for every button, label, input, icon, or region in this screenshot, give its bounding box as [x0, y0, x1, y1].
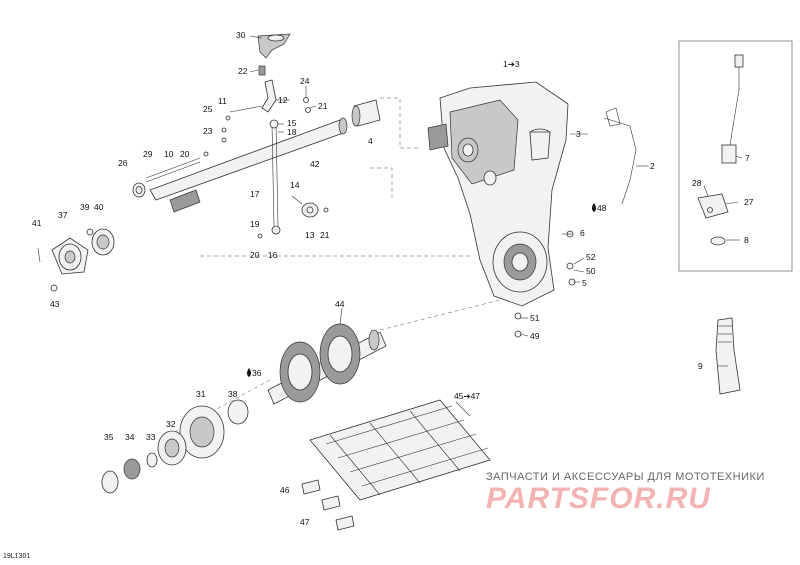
callout-25: 25 [203, 104, 213, 114]
track-clip-46 [301, 479, 321, 495]
callout-28: 28 [692, 178, 702, 188]
diagram-reference-code: 19L1301 [3, 553, 31, 560]
callout-52: 52 [586, 252, 596, 262]
watermark-brand: PARTSFOR.RU [486, 482, 711, 515]
callout-50: 50 [586, 266, 596, 276]
callout-20a: 20 [180, 149, 190, 159]
seal-38 [227, 399, 249, 425]
callout-30: 30 [236, 30, 246, 40]
lever-13 [301, 202, 319, 218]
callout-1to3: 1➔3 [503, 59, 520, 69]
washer-8 [710, 236, 726, 246]
callout-14: 14 [290, 180, 300, 190]
callout-37: 37 [58, 210, 68, 220]
callout-8: 8 [744, 235, 749, 245]
callout-15: 15 [287, 118, 297, 128]
callout-13: 13 [305, 230, 315, 240]
washer-26 [132, 182, 146, 198]
small-bolts [203, 97, 311, 157]
sleeve-bushing [351, 99, 381, 127]
callout-48: 48 [597, 203, 607, 213]
watermark-tagline: ЗАПЧАСТИ И АКСЕССУАРЫ ДЛЯ МОТОТЕХНИКИ [486, 471, 765, 483]
bearing-housing [51, 237, 89, 275]
ring-33 [146, 452, 158, 468]
bearing-40 [91, 228, 115, 256]
callout-47: 47 [300, 517, 310, 527]
callout-21b: 21 [320, 230, 330, 240]
callout-45to47: 45➔47 [454, 391, 480, 401]
bearing-plate [179, 405, 225, 459]
callout-41: 41 [32, 218, 42, 228]
sensor-bracket [697, 193, 729, 219]
callout-31: 31 [196, 389, 206, 399]
sensor-7 [721, 54, 744, 164]
callout-44: 44 [335, 299, 345, 309]
callout-10: 10 [164, 149, 174, 159]
callout-42: 42 [310, 159, 320, 169]
callout-46: 46 [280, 485, 290, 495]
callout-49: 49 [530, 331, 540, 341]
callout-16: 16 [268, 250, 278, 260]
callout-21a: 21 [318, 101, 328, 111]
callout-34: 34 [125, 432, 135, 442]
drop-icon-36 [247, 368, 251, 377]
lever-bracket [261, 79, 277, 113]
callout-43: 43 [50, 299, 60, 309]
callout-4: 4 [368, 136, 373, 146]
callout-20b: 20 [250, 250, 260, 260]
callout-labels: 30 22 24 12 25 11 21 23 15 18 20 10 29 2… [32, 30, 754, 527]
callout-19: 19 [250, 219, 260, 229]
callout-22: 22 [238, 66, 248, 76]
callout-3: 3 [576, 129, 581, 139]
drive-axle-sprockets [267, 323, 387, 405]
callout-17: 17 [250, 189, 260, 199]
callout-11: 11 [218, 96, 227, 106]
lubricant-drop-icons [247, 203, 596, 377]
callout-7: 7 [745, 153, 750, 163]
callout-39: 39 [80, 202, 90, 212]
callout-32: 32 [166, 419, 176, 429]
main-shaft [149, 117, 348, 213]
callout-33: 33 [146, 432, 156, 442]
callout-12: 12 [278, 95, 288, 105]
ring-34 [123, 458, 141, 480]
shift-knob [257, 33, 291, 59]
callout-26: 26 [118, 158, 128, 168]
callout-6: 6 [580, 228, 585, 238]
callout-38: 38 [228, 389, 238, 399]
callout-51: 51 [530, 313, 540, 323]
shift-cable [603, 107, 637, 205]
track-clip-47 [321, 495, 355, 531]
callout-36: 36 [252, 368, 262, 378]
callout-2: 2 [650, 161, 655, 171]
track-clips-grid [309, 399, 491, 501]
leader-lines [249, 35, 743, 417]
callout-29: 29 [143, 149, 153, 159]
ball-joint-top [269, 119, 279, 129]
gearbox-housing [427, 81, 569, 307]
spring [258, 65, 266, 76]
callout-5: 5 [582, 278, 587, 288]
inset-box [678, 40, 793, 272]
callout-18: 18 [287, 127, 297, 137]
callout-9: 9 [698, 361, 703, 371]
assembly-guide-lines [159, 97, 501, 441]
drop-icon-48 [592, 203, 596, 212]
ball-joint-bottom [271, 225, 281, 235]
callout-27: 27 [744, 197, 754, 207]
callout-24: 24 [300, 76, 310, 86]
callout-40: 40 [94, 202, 104, 212]
rubber-boot [715, 317, 741, 395]
callout-23: 23 [203, 126, 213, 136]
callout-35: 35 [104, 432, 114, 442]
ring-35 [101, 470, 119, 494]
